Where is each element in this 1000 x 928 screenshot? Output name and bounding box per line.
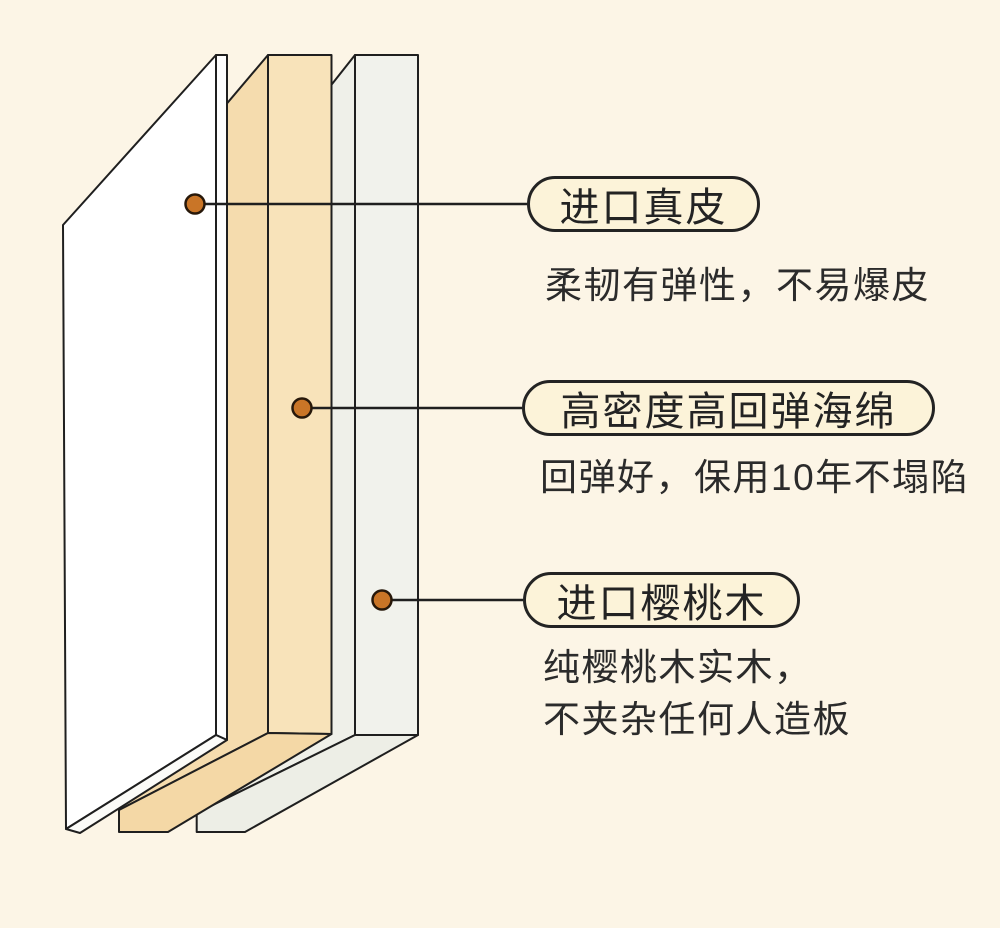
layer-label-pill-sponge: 高密度高回弹海绵 xyxy=(522,380,935,436)
wood-board-edge xyxy=(354,54,419,736)
description-line: 不夹杂任何人造板 xyxy=(543,699,851,740)
callout-dot-sponge xyxy=(291,397,313,419)
layer-description-leather: 柔韧有弹性，不易爆皮 xyxy=(545,260,930,312)
description-line: 柔韧有弹性，不易爆皮 xyxy=(545,265,930,306)
layer-label-pill-leather: 进口真皮 xyxy=(527,176,760,232)
wood-board-bottom xyxy=(195,734,419,833)
callout-dot-leather xyxy=(184,193,206,215)
callout-dot-wood xyxy=(371,589,393,611)
callout-dots xyxy=(184,193,393,611)
description-line: 回弹好，保用10年不塌陷 xyxy=(540,457,970,498)
layer-label-pill-wood: 进口樱桃木 xyxy=(523,572,800,628)
leader-lines xyxy=(195,202,527,602)
leather-board-face xyxy=(62,54,217,830)
layer-description-wood: 纯樱桃木实木， 不夹杂任何人造板 xyxy=(543,642,851,746)
leather-board xyxy=(62,54,228,834)
sponge-board-edge xyxy=(267,54,333,735)
sponge-board-bottom xyxy=(118,732,333,833)
leather-board-edge xyxy=(215,54,228,741)
leather-board-bottom xyxy=(65,734,228,834)
layer-description-sponge: 回弹好，保用10年不塌陷 xyxy=(540,452,969,504)
description-line: 纯樱桃木实木， xyxy=(543,647,813,688)
